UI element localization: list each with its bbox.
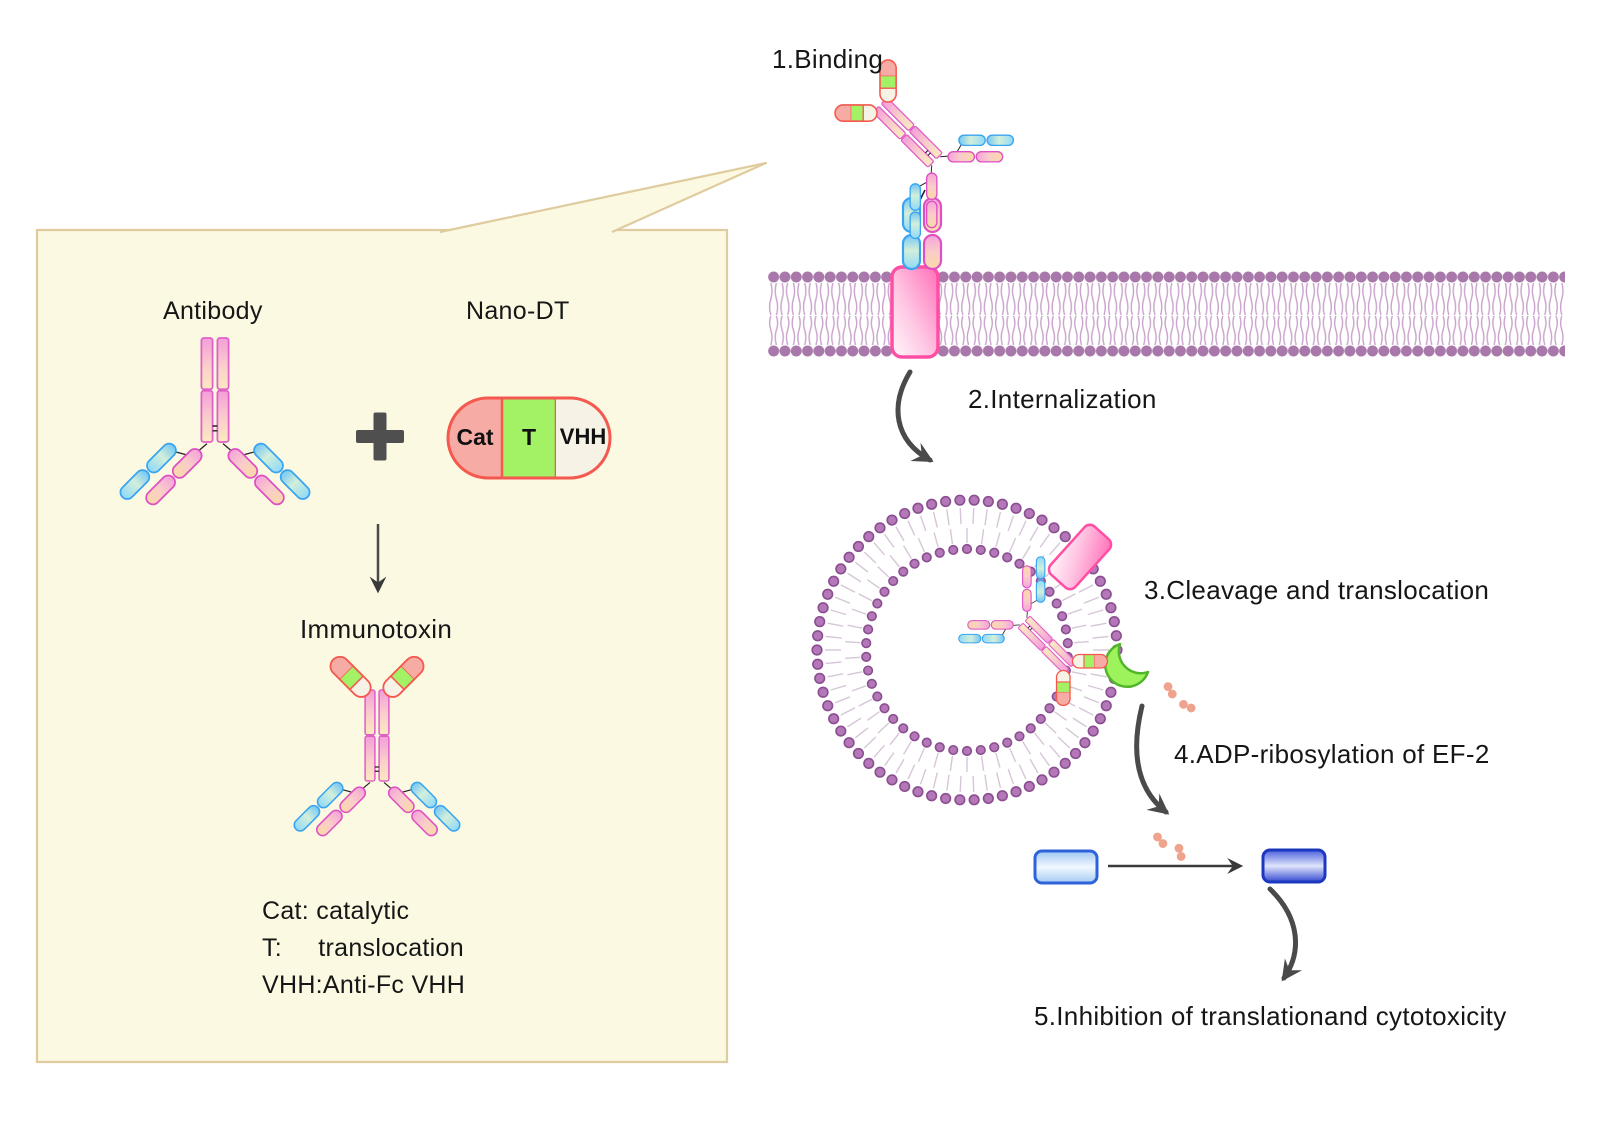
legend-line-vhh: VHH:Anti-Fc VHH [262,971,466,999]
capsule-cat-label: Cat [456,424,494,450]
internalization-arrow-icon [895,369,934,463]
step2-label: 2.Internalization [968,384,1157,414]
cytotoxicity-arrow-icon [1267,886,1303,982]
callout-tail [439,161,768,234]
cell-membrane [768,270,1565,358]
protease-crescent-icon [1103,642,1150,689]
ef2-inactive [1033,849,1099,885]
step4-label: 4.ADP-ribosylation of EF-2 [1174,739,1490,769]
step5-label: 5.Inhibition of translationand cytotoxic… [1034,1001,1507,1031]
plus-icon [356,412,404,461]
legend-line-cat: Cat: catalytic [262,897,410,925]
toxin-fragment-icon [1160,680,1180,700]
immunotoxin-label: Immunotoxin [300,614,453,644]
ef2-modified [1261,848,1327,884]
ribosylation-arrow-icon [1134,703,1170,815]
toxin-fragment-icon [1169,842,1191,863]
nanodt-label: Nano-DT [466,297,570,325]
nanodt-capsule [446,396,612,480]
capsule-t-label: T [521,424,537,450]
step3-label: 3.Cleavage and translocation [1144,575,1490,605]
step1-label: 1.Binding [772,44,884,74]
callout-box [35,161,768,1064]
capsule-vhh-label: VHH [559,424,607,449]
membrane-receptor [890,265,940,359]
toxin-fragment-icon [1178,697,1197,716]
antibody-label: Antibody [163,297,263,325]
toxin-fragment-icon [1151,831,1169,849]
legend-line-t: T: translocation [262,934,464,962]
